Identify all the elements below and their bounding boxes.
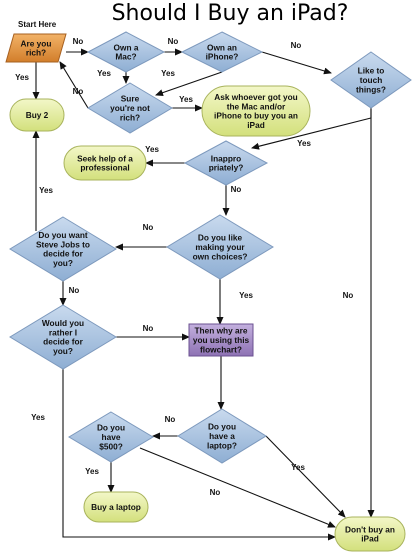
start-here-label: Start Here <box>18 20 57 29</box>
edge-rather-i-decide-to-dont-buy-an-ipad <box>62 369 336 541</box>
edge-rather-i-decide-to-dont-buy-an-ipad-label: Yes <box>31 413 45 422</box>
edge-making-own-choices-to-steve-jobs-decide-label: No <box>143 223 154 232</box>
edge-own-an-iphone-to-like-to-touch-things-label: No <box>291 41 302 50</box>
edge-steve-jobs-decide-to-rather-i-decide-label: No <box>69 286 80 295</box>
edge-have-a-laptop-to-have-500-label: No <box>165 415 176 424</box>
node-making-own-choices-shape <box>166 214 274 280</box>
node-buy-2-label: Buy 2 <box>26 110 49 120</box>
node-buy-a-laptop-shape <box>83 491 149 523</box>
node-rather-i-decide-shape <box>9 304 117 370</box>
edge-have-500-to-buy-a-laptop-label: Yes <box>85 467 99 476</box>
node-like-to-touch-things-shape <box>330 51 412 109</box>
node-inappropriately-shape <box>183 140 269 186</box>
edge-sure-youre-not-rich-to-are-you-rich-label: No <box>73 87 84 96</box>
edge-labels-layer: NoYesNoYesNoYesNoYesYesNoYesNoNoYesYesNo… <box>15 37 353 497</box>
edge-are-you-rich-to-buy-2-label: Yes <box>15 73 29 82</box>
node-own-a-mac-shape <box>86 31 166 73</box>
node-buy-a-laptop: Buy a laptop <box>83 491 149 523</box>
node-have-500-shape <box>68 411 154 463</box>
node-steve-jobs-decide-shape <box>9 216 117 282</box>
node-buy-2: Buy 2 <box>9 98 65 132</box>
node-own-an-iphone-shape <box>180 31 264 73</box>
node-ask-whoever-got-you-shape <box>201 85 311 137</box>
node-seek-help-shape <box>63 145 147 181</box>
edge-sure-youre-not-rich-to-ask-whoever-got-you-label: Yes <box>179 95 193 104</box>
edges-layer <box>32 48 375 541</box>
edge-sure-youre-not-rich-to-are-you-rich <box>59 61 89 109</box>
edge-like-to-touch-things-to-inappropriately-label: Yes <box>297 139 311 148</box>
edge-own-a-mac-to-sure-youre-not-rich-label: Yes <box>161 69 175 78</box>
edge-like-to-touch-things-to-dont-buy-an-ipad-label: No <box>343 291 354 300</box>
node-sure-youre-not-rich-shape <box>87 82 173 134</box>
edge-making-own-choices-to-why-using-flowchart-label: Yes <box>239 291 253 300</box>
edge-have-500-to-dont-buy-an-ipad-label: No <box>210 488 221 497</box>
edge-have-a-laptop-to-dont-buy-an-ipad <box>265 435 346 518</box>
node-have-a-laptop-shape <box>177 408 267 464</box>
edge-inappropriately-to-seek-help-label: Yes <box>145 145 159 154</box>
edge-own-an-iphone-to-like-to-touch-things <box>261 51 332 75</box>
edge-steve-jobs-decide-to-buy-2-label: Yes <box>39 186 53 195</box>
edge-own-a-mac-to-own-an-iphone-label: No <box>168 37 179 46</box>
node-dont-buy-an-ipad-shape <box>334 516 406 552</box>
node-why-using-flowchart-shape <box>188 323 254 357</box>
edge-own-an-iphone-to-sure-youre-not-rich <box>155 71 223 97</box>
edge-own-an-iphone-to-sure-youre-not-rich-label: Yes <box>97 69 111 78</box>
diagram-title: Should I Buy an iPad? <box>112 1 349 26</box>
node-buy-a-laptop-label: Buy a laptop <box>91 502 141 512</box>
edge-have-a-laptop-to-dont-buy-an-ipad-label: Yes <box>291 463 305 472</box>
edge-rather-i-decide-to-why-using-flowchart-label: No <box>143 324 154 333</box>
node-are-you-rich-shape <box>5 33 67 63</box>
node-buy-2-shape <box>9 98 65 132</box>
edge-inappropriately-to-making-own-choices-label: No <box>231 185 242 194</box>
edge-have-500-to-dont-buy-an-ipad <box>139 447 336 528</box>
edge-are-you-rich-to-own-a-mac-label: No <box>73 37 84 46</box>
